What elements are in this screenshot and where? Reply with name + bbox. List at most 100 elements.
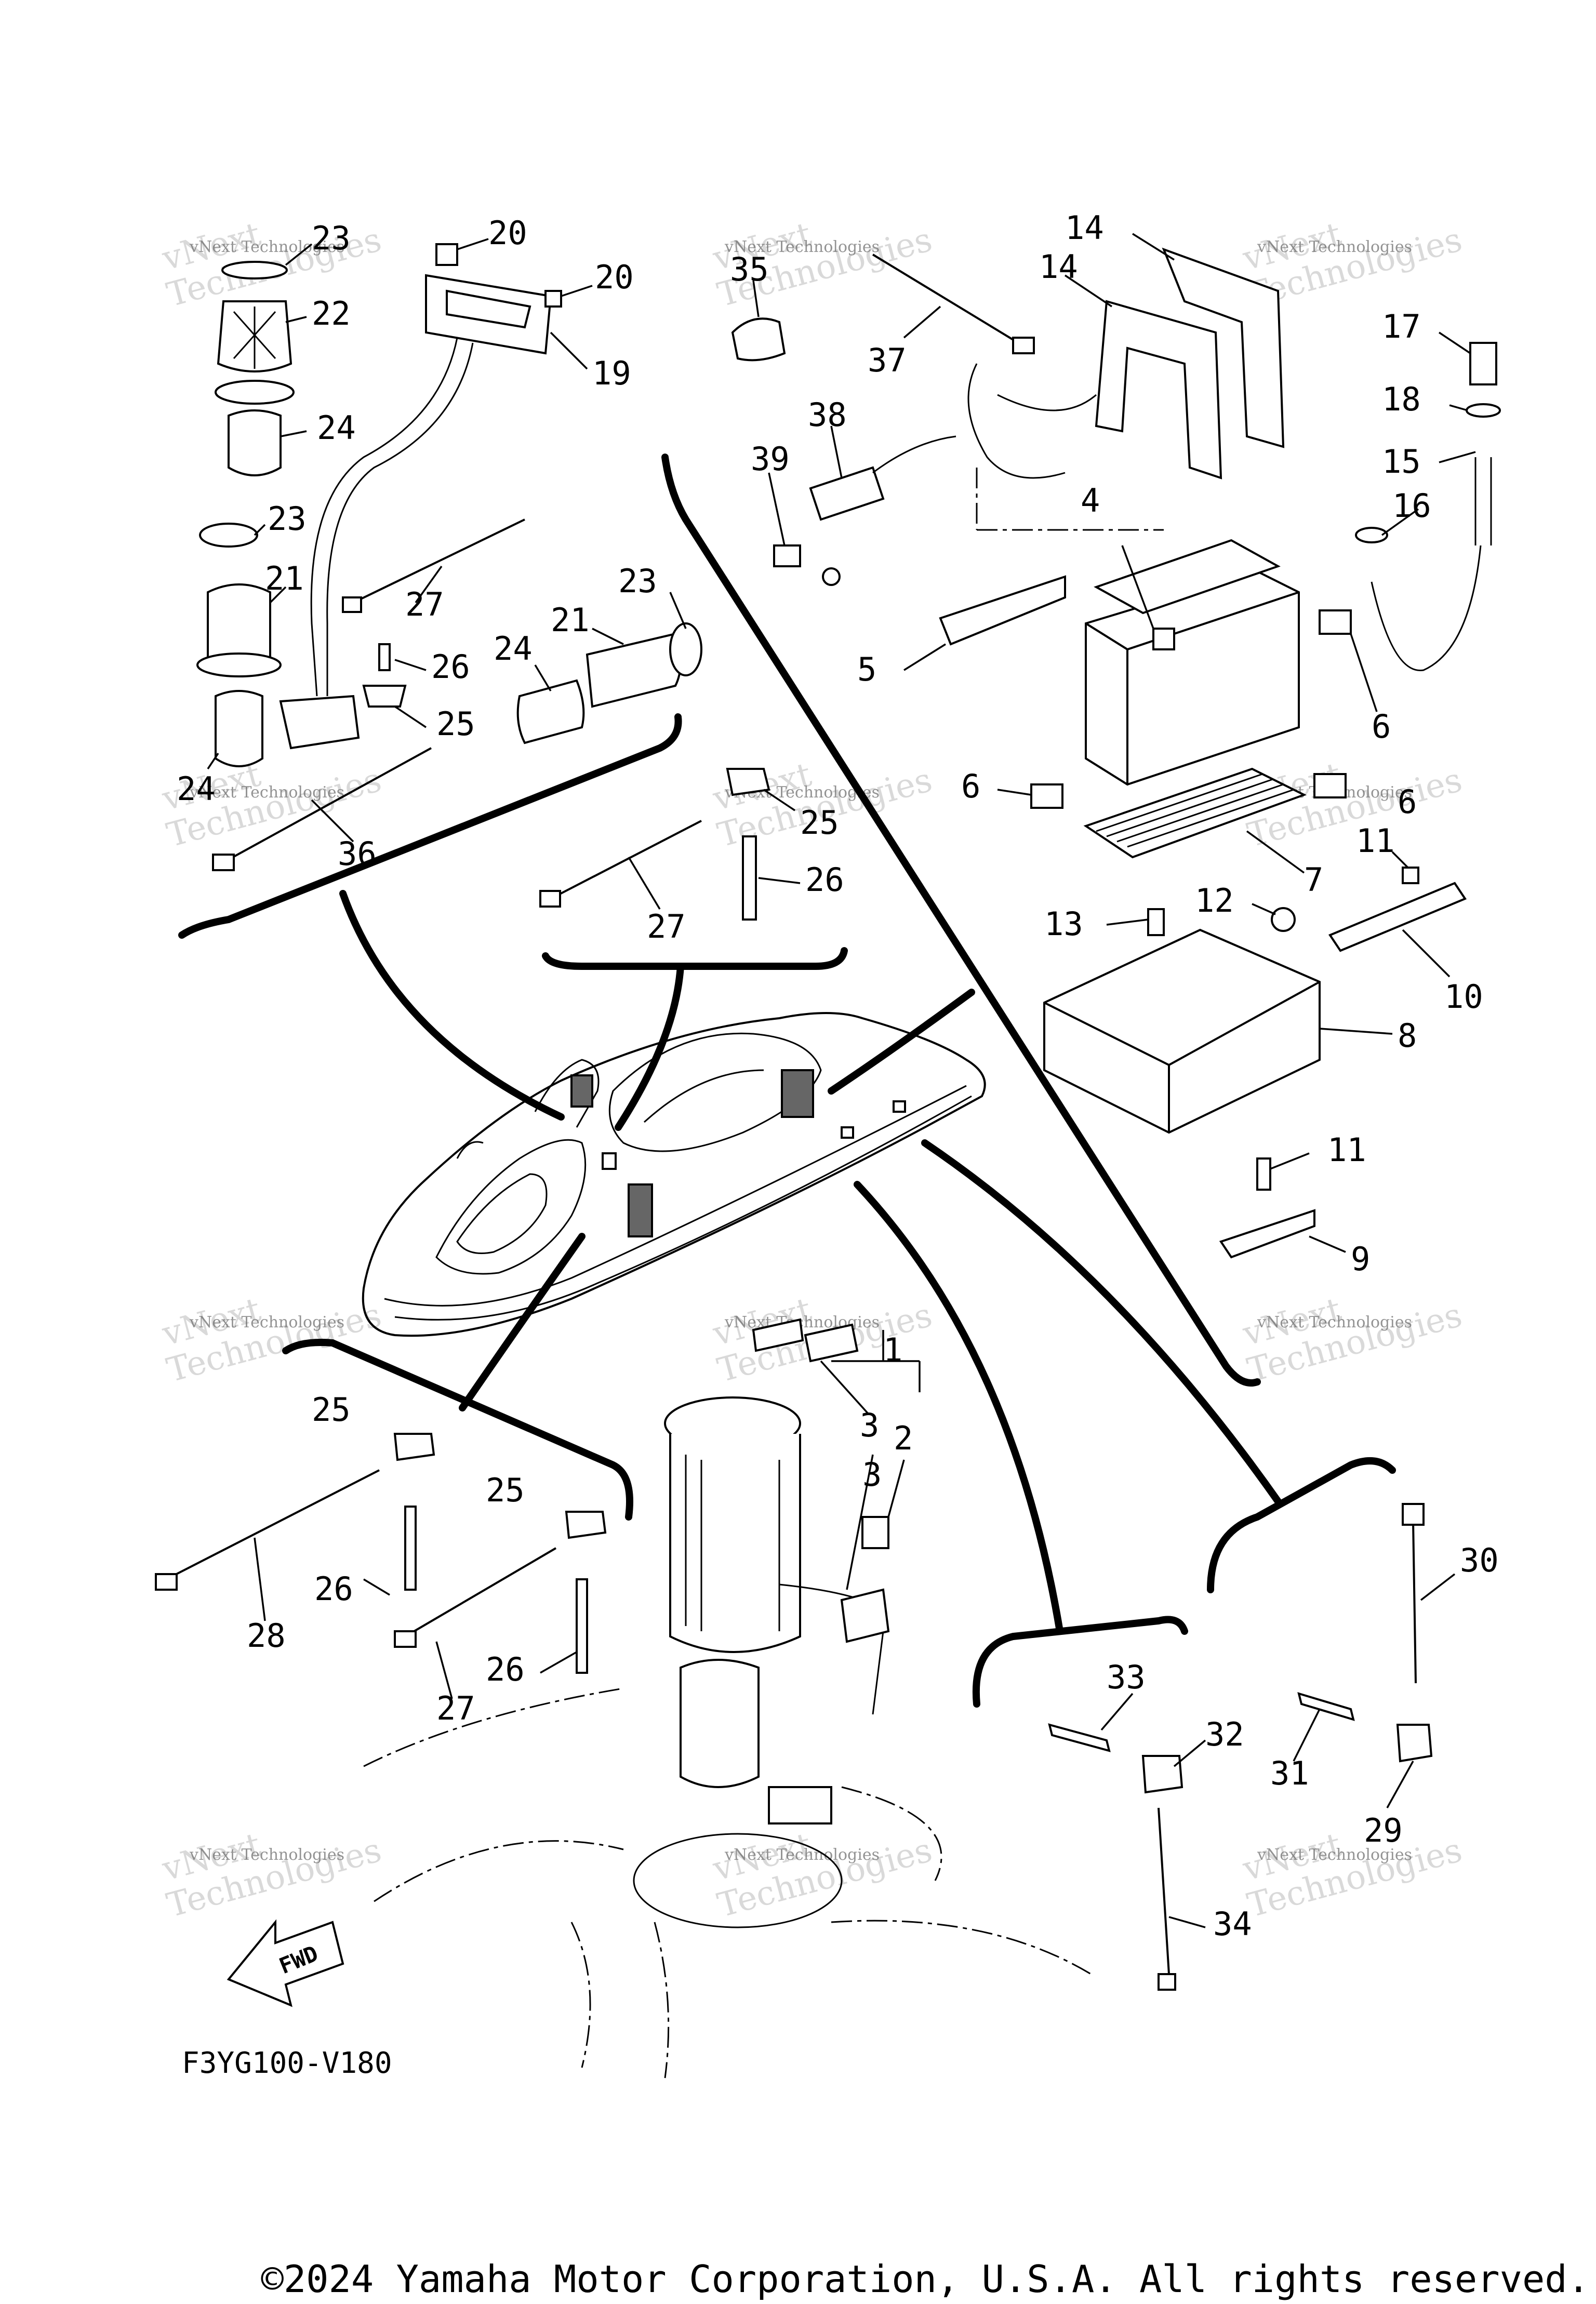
bracket-middle — [542, 947, 848, 970]
bracket-lower-right — [1207, 1457, 1396, 1593]
leader-29 — [1386, 1761, 1414, 1808]
bow-cowling — [435, 1139, 587, 1275]
seat-line — [643, 1069, 764, 1123]
leader-31 — [1293, 1709, 1321, 1762]
part-27-head — [342, 596, 362, 613]
leader-19 — [550, 331, 588, 370]
part-28-cable-tie — [166, 1469, 380, 1580]
tank-dash — [654, 1922, 670, 2079]
part-number-label: 26 — [805, 861, 844, 899]
part-number-label: 16 — [1392, 487, 1431, 525]
part-number-label: 36 — [338, 835, 377, 873]
leader-3b — [820, 1360, 869, 1414]
leader-11b — [1270, 1152, 1310, 1170]
part-number-label: 19 — [592, 354, 631, 392]
bracket-upper-left — [178, 713, 682, 939]
part-number-label: 27 — [405, 585, 444, 623]
part-number-label: 26 — [486, 1650, 525, 1688]
part-number-label: 35 — [730, 250, 769, 288]
part-33-rivet — [1048, 1723, 1111, 1752]
leader-17 — [1439, 331, 1471, 354]
part-9-bracket — [1219, 1209, 1315, 1259]
part-number-label: 9 — [1351, 1240, 1370, 1278]
leader-4 — [1121, 545, 1154, 629]
part-number-label: 23 — [312, 219, 351, 257]
part-number-label: 24 — [177, 770, 216, 808]
part-number-label: 3 — [862, 1456, 882, 1494]
leader-6 — [1350, 633, 1378, 712]
leader-10 — [1402, 929, 1451, 978]
part-26-rivet — [404, 1506, 417, 1591]
part-6-pad — [1319, 609, 1352, 635]
lower-left-group — [155, 1433, 607, 1674]
part-5-holder — [939, 575, 1066, 646]
clip-mark — [893, 1100, 906, 1113]
part-1-pump-fitting — [804, 1323, 859, 1363]
bow-detail — [456, 1173, 548, 1254]
part-number-label: 2 — [894, 1419, 913, 1457]
part-1-pump-fitting — [752, 1318, 804, 1352]
leader-37 — [903, 305, 941, 339]
part-37-cable-tie — [872, 254, 1019, 344]
part-27-cable-tie — [353, 518, 525, 604]
part-19-connector — [279, 695, 360, 750]
part-34-cable-tie — [1158, 1807, 1170, 1975]
part-19-slot — [446, 289, 531, 329]
leader-16 — [1381, 508, 1419, 536]
part-number-label: 26 — [314, 1570, 353, 1608]
part-27-cable-tie — [550, 820, 702, 900]
leader-26b — [758, 877, 801, 884]
leader-12 — [1252, 903, 1276, 915]
part-11-rivet — [1256, 1157, 1271, 1191]
leader-33 — [1100, 1693, 1134, 1731]
part-37-head — [1012, 337, 1035, 354]
watermark-small: vNext Technologies — [724, 238, 880, 256]
part-number-label: 11 — [1356, 822, 1395, 860]
fuel-pump-group — [363, 1318, 1092, 2079]
watermark-small: vNext Technologies — [189, 1846, 344, 1864]
part-3-connector — [840, 1588, 890, 1643]
leader-14b — [1065, 274, 1112, 308]
part-number-label: 7 — [1304, 861, 1323, 899]
tank-dash — [374, 1840, 624, 1902]
bracket-upper-left-pointer — [339, 890, 565, 1121]
part-26-rivet — [742, 835, 757, 921]
part-6-pad — [1030, 783, 1063, 809]
part-number-label: 24 — [317, 409, 356, 447]
part-number-labels: 1 2 3 3 4 5 6 6 6 7 8 9 10 11 11 12 13 1… — [177, 209, 1499, 1943]
watermark-small: vNext Technologies — [1257, 238, 1412, 256]
part-16-clip — [1355, 527, 1388, 543]
leader-5 — [903, 643, 946, 671]
part-29-clip — [1396, 1724, 1433, 1763]
hull-line — [384, 1085, 967, 1307]
upper-left-group — [196, 243, 702, 871]
leader-28 — [254, 1537, 266, 1621]
callout-brackets — [178, 454, 1396, 1708]
part-number-label: 31 — [1270, 1754, 1309, 1792]
part-number-label: 25 — [436, 705, 475, 743]
part-7-mat — [1083, 767, 1307, 859]
part-number-label: 25 — [800, 804, 839, 842]
part-1-pump-frame — [685, 1455, 780, 1631]
part-36-cable-tie — [223, 747, 432, 863]
part-number-label: 28 — [247, 1617, 286, 1655]
leader-18 — [1449, 404, 1468, 411]
part-number-label: 10 — [1444, 978, 1483, 1016]
part-number-label: 8 — [1398, 1017, 1417, 1055]
part-number-label: 21 — [265, 560, 304, 597]
copyright-text: ©2024 Yamaha Motor Corporation, U.S.A. A… — [261, 2257, 1590, 2301]
leader-23 — [285, 243, 313, 266]
watermark-small: vNext Technologies — [1257, 1313, 1412, 1331]
leader-26 — [394, 659, 427, 671]
part-1-pump-motor — [680, 1659, 760, 1788]
part-23-clamp — [199, 523, 258, 548]
part-27-head — [394, 1630, 417, 1648]
leader-9 — [1309, 1235, 1346, 1253]
part-number-label: 30 — [1460, 1541, 1499, 1579]
part-39-bolt — [773, 544, 801, 567]
part-number-label: 3 — [860, 1406, 879, 1444]
part-2-connector — [861, 1516, 889, 1549]
part-23-clamp — [221, 261, 288, 279]
part-number-label: 14 — [1065, 209, 1104, 247]
